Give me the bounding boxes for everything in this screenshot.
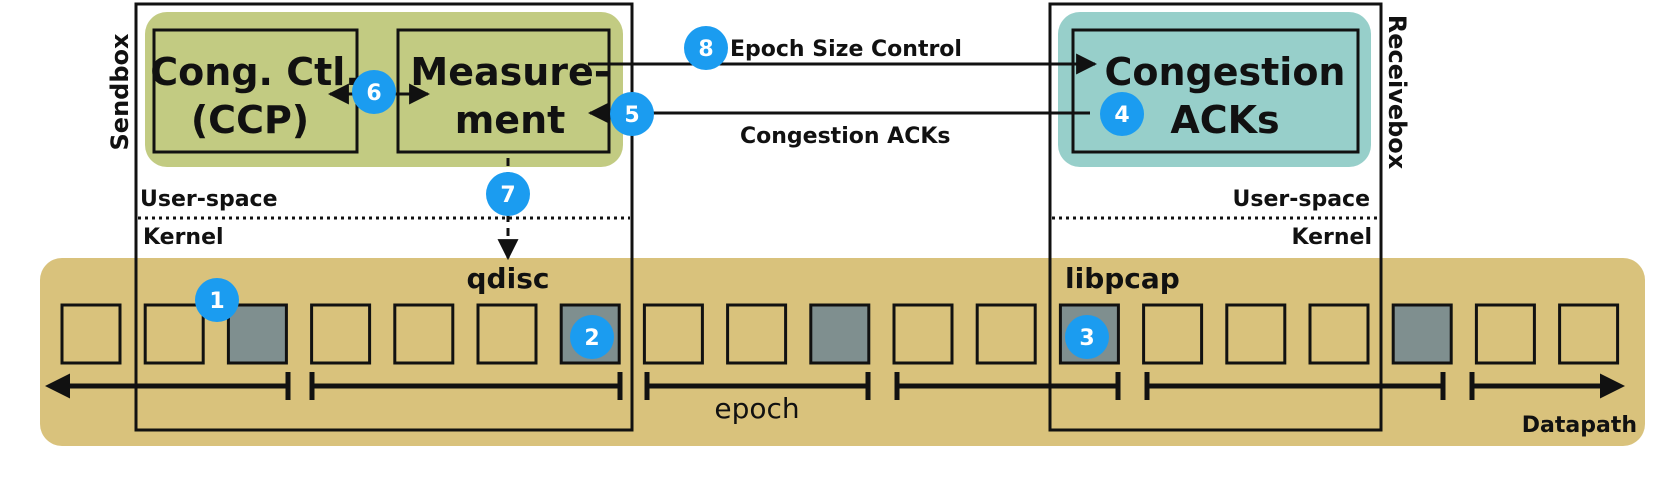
receivebox-label: Receivebox bbox=[1383, 15, 1411, 170]
sendbox-label: Sendbox bbox=[106, 33, 134, 150]
step-badge-circle bbox=[1065, 315, 1109, 359]
step-badge-number: 6 bbox=[366, 81, 381, 106]
packet bbox=[1142, 303, 1204, 365]
step-badge-5: 5 bbox=[610, 92, 654, 136]
receivebox-outline bbox=[1048, 2, 1383, 432]
packet bbox=[1308, 303, 1370, 365]
packet bbox=[476, 303, 538, 365]
step-badge-number: 7 bbox=[500, 183, 515, 208]
packet bbox=[726, 303, 788, 365]
congestion-acks-arrow-label: Congestion ACKs bbox=[740, 124, 951, 149]
packet bbox=[143, 303, 205, 365]
step-badge-number: 8 bbox=[698, 37, 713, 62]
step-badge-circle bbox=[195, 278, 239, 322]
cong-ctl-title-line2: (CCP) bbox=[191, 98, 309, 142]
packet-marked bbox=[809, 303, 871, 365]
step-badge-circle bbox=[684, 26, 728, 70]
packet bbox=[975, 303, 1037, 365]
step-badge-1: 1 bbox=[195, 278, 239, 322]
packet bbox=[1558, 303, 1620, 365]
cong-ctl-title-line1: Cong. Ctl. bbox=[150, 50, 359, 94]
step-badge-number: 5 bbox=[624, 103, 639, 128]
datapath-label: Datapath bbox=[1522, 413, 1637, 438]
step-badge-7: 7 bbox=[486, 172, 530, 216]
qdisc-label: qdisc bbox=[467, 262, 550, 295]
packet bbox=[393, 303, 455, 365]
step-badge-number: 1 bbox=[209, 289, 224, 314]
sendbox-outline bbox=[134, 2, 634, 432]
step-badge-circle bbox=[486, 172, 530, 216]
epoch-brackets bbox=[45, 372, 1625, 400]
epoch-label: epoch bbox=[714, 392, 799, 425]
sendbox-userspace-label: User-space bbox=[140, 187, 278, 212]
packet bbox=[60, 303, 122, 365]
step-badge-circle bbox=[570, 315, 614, 359]
step-badges: 1 2 3 4 5 6 7 8 bbox=[195, 26, 1144, 359]
libpcap-label: libpcap bbox=[1065, 262, 1180, 295]
epoch-size-control-label: Epoch Size Control bbox=[730, 37, 962, 62]
step-badge-3: 3 bbox=[1065, 315, 1109, 359]
step-badge-circle bbox=[610, 92, 654, 136]
congestion-acks-title-line1: Congestion bbox=[1105, 50, 1346, 94]
packet bbox=[642, 303, 704, 365]
receivebox-kernel-label: Kernel bbox=[1291, 225, 1372, 250]
step-badge-number: 3 bbox=[1079, 326, 1094, 351]
packet bbox=[1225, 303, 1287, 365]
step-badge-2: 2 bbox=[570, 315, 614, 359]
step-badge-circle bbox=[1100, 92, 1144, 136]
receivebox-userspace-label: User-space bbox=[1232, 187, 1370, 212]
packet-row bbox=[60, 303, 1620, 365]
packet-marked bbox=[1391, 303, 1453, 365]
step-badge-6: 6 bbox=[352, 70, 396, 114]
measurement-title-line2: ment bbox=[455, 98, 566, 142]
step-badge-circle bbox=[352, 70, 396, 114]
measurement-title-line1: Measure- bbox=[410, 50, 609, 94]
packet bbox=[1474, 303, 1536, 365]
step-badge-4: 4 bbox=[1100, 92, 1144, 136]
step-badge-8: 8 bbox=[684, 26, 728, 70]
sendbox-kernel-label: Kernel bbox=[143, 225, 224, 250]
packet bbox=[310, 303, 372, 365]
congestion-acks-box bbox=[1071, 28, 1360, 154]
step-badge-number: 4 bbox=[1114, 103, 1129, 128]
packet bbox=[892, 303, 954, 365]
step-badge-number: 2 bbox=[584, 326, 599, 351]
congestion-acks-title-line2: ACKs bbox=[1170, 98, 1279, 142]
packet-marked bbox=[226, 303, 288, 365]
